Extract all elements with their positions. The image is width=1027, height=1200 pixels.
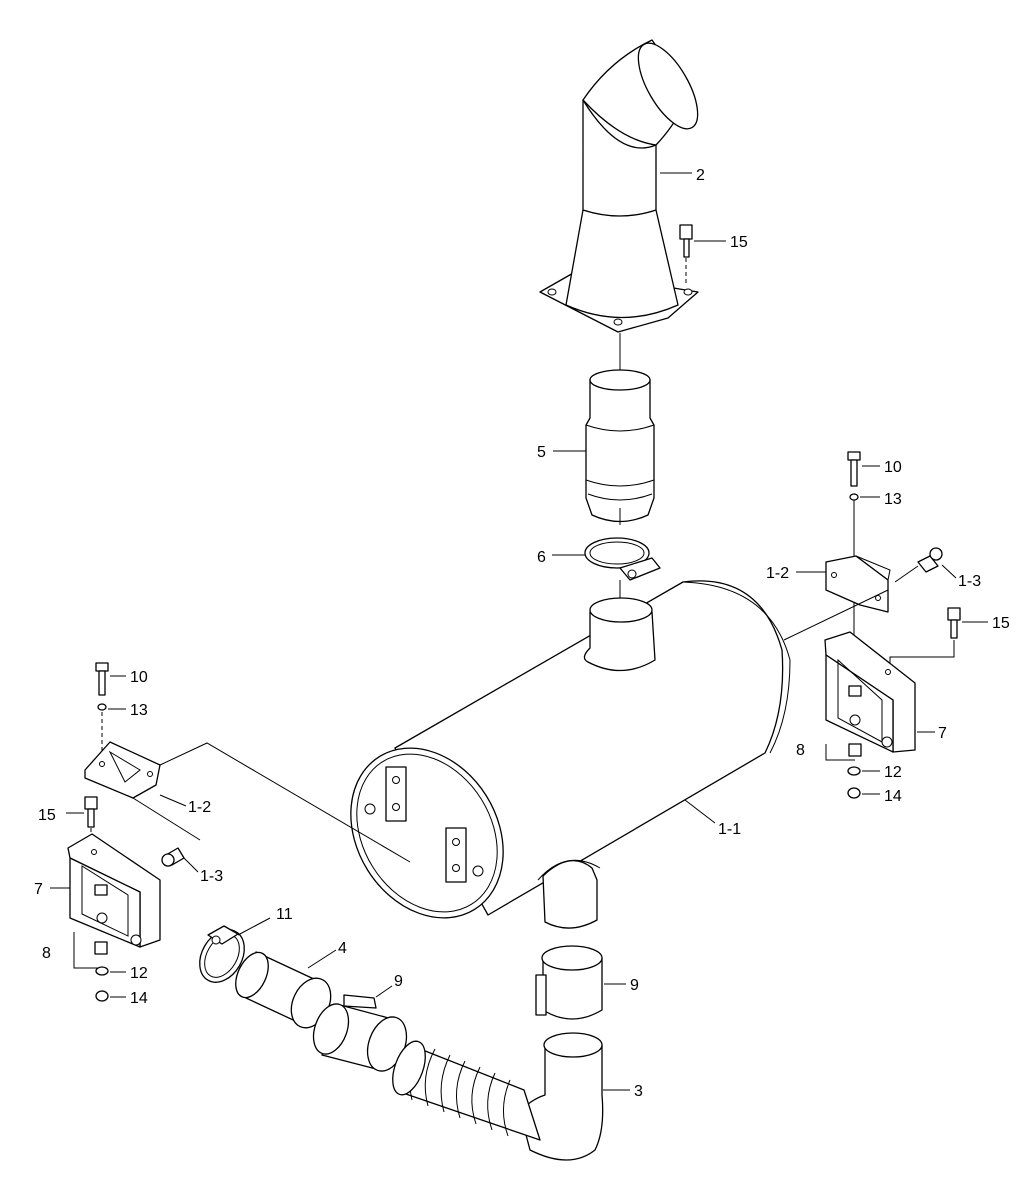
clamp-sleeve-part-9-left: 9	[312, 973, 408, 1072]
callout-3: 3	[634, 1083, 643, 1100]
callout-15-top: 15	[730, 234, 748, 251]
callout-7-left: 7	[34, 881, 43, 898]
stack-outlet	[637, 42, 699, 130]
exhaust-stack-part-2	[539, 39, 699, 333]
callout-10-right: 10	[884, 459, 902, 476]
hose-elbow	[519, 1044, 604, 1161]
callout-15-right: 15	[992, 615, 1010, 632]
callout-1-3-right: 1-3	[958, 573, 981, 590]
callout-14-left: 14	[130, 990, 148, 1007]
callout-8-right: 8	[796, 742, 805, 759]
callout-7-right: 7	[938, 725, 947, 742]
short-pipe-part-4: 4	[235, 940, 347, 1029]
bracket-1-2-right	[825, 555, 889, 613]
clamp-sleeve-part-9-right: 9	[535, 945, 639, 1020]
hose-clamp-part-11: 11	[199, 906, 293, 983]
callout-12-right: 12	[884, 764, 902, 781]
callout-1-1: 1-1	[718, 821, 741, 838]
callout-15-left: 15	[38, 807, 56, 824]
callout-5: 5	[537, 444, 546, 461]
right-mount-assembly: 10 13 1-2 1-3 15 7	[766, 451, 1010, 805]
bracket-1-2-left	[84, 741, 161, 799]
inner-pipe-part-5	[585, 369, 655, 525]
muffler-body-part-1-1	[350, 580, 791, 929]
callout-8-left: 8	[42, 945, 51, 962]
callout-13-right: 13	[884, 491, 902, 508]
callout-1-2-right: 1-2	[766, 565, 789, 582]
callout-9-right: 9	[630, 977, 639, 994]
callout-14-right: 14	[884, 788, 902, 805]
callout-10-left: 10	[130, 669, 148, 686]
callout-11: 11	[276, 906, 293, 923]
flexible-hose-part-3: 3	[392, 1032, 643, 1161]
callout-1-3-left: 1-3	[200, 868, 223, 885]
bolt-part-15-top: 15	[679, 224, 748, 285]
end-cap-plate-left	[385, 766, 407, 822]
callout-6: 6	[537, 549, 546, 566]
stack-cone	[565, 209, 679, 319]
callout-2: 2	[696, 167, 705, 184]
callout-9-left: 9	[394, 973, 403, 990]
muffler-bottom-outlet	[542, 860, 598, 929]
callout-1-2-left: 1-2	[188, 799, 211, 816]
left-mount-assembly: 10 13 1-2 1-3 15 7	[34, 662, 411, 1007]
end-cap-plate-right	[445, 827, 467, 883]
callout-13-left: 13	[130, 702, 148, 719]
clamp-part-6	[584, 537, 661, 581]
muffler-top-inlet	[583, 611, 656, 672]
callout-12-left: 12	[130, 965, 148, 982]
callout-4: 4	[338, 940, 347, 957]
